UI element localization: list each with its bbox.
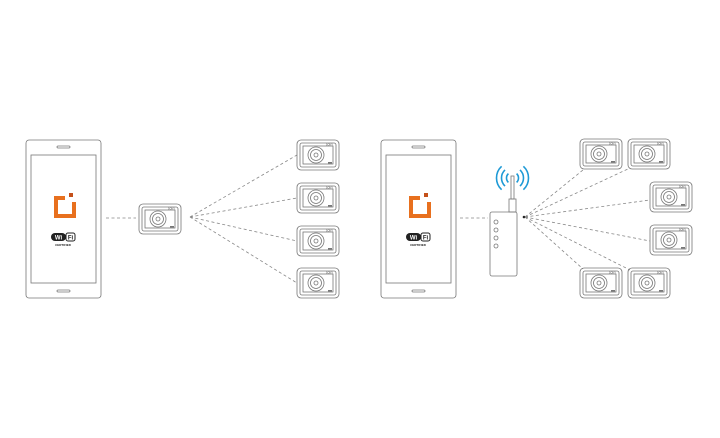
wireless-access-point (489, 165, 530, 277)
remote-camera-8: SONY (649, 224, 693, 256)
remote-camera-7: SONY (649, 181, 693, 213)
connection-line (189, 216, 298, 284)
svg-text:SONY: SONY (679, 186, 686, 189)
remote-camera-9: SONY (579, 267, 623, 299)
remote-camera-5: SONY (579, 138, 623, 170)
connection-line (524, 216, 584, 270)
broadcast-point (522, 215, 526, 219)
connection-line (189, 154, 298, 218)
connection-line (524, 216, 651, 242)
svg-text:CERTIFIED: CERTIFIED (55, 243, 72, 247)
svg-text:SONY: SONY (326, 272, 333, 275)
remote-camera-10: SONY (627, 267, 671, 299)
svg-text:Wi: Wi (55, 236, 63, 242)
svg-text:Fi: Fi (68, 236, 74, 242)
app-logo-icon (409, 193, 431, 218)
connection-line (524, 199, 651, 218)
svg-text:CERTIFIED: CERTIFIED (410, 243, 427, 247)
wifi-signal-icon (495, 165, 530, 191)
connection-line (189, 197, 298, 218)
svg-text:SONY: SONY (326, 187, 333, 190)
svg-text:SONY: SONY (657, 143, 664, 146)
svg-text:SONY: SONY (326, 230, 333, 233)
svg-text:SONY: SONY (657, 272, 664, 275)
remote-camera-2: SONY (296, 182, 340, 214)
connection-line (524, 216, 631, 271)
remote-camera-6: SONY (627, 138, 671, 170)
relay-camera: SONY (138, 203, 182, 235)
connection-line (524, 167, 631, 218)
svg-text:SONY: SONY (679, 229, 686, 232)
svg-text:SONY: SONY (609, 272, 616, 275)
connection-line (524, 169, 584, 218)
connection-line (189, 216, 298, 242)
svg-text:SONY: SONY (168, 208, 175, 211)
svg-text:Fi: Fi (423, 236, 429, 242)
svg-text:SONY: SONY (609, 143, 616, 146)
remote-camera-4: SONY (296, 267, 340, 299)
svg-text:SONY: SONY (326, 144, 333, 147)
remote-camera-1: SONY (296, 139, 340, 171)
svg-text:Wi: Wi (410, 236, 418, 242)
app-logo-icon (54, 193, 76, 218)
remote-camera-3: SONY (296, 225, 340, 257)
